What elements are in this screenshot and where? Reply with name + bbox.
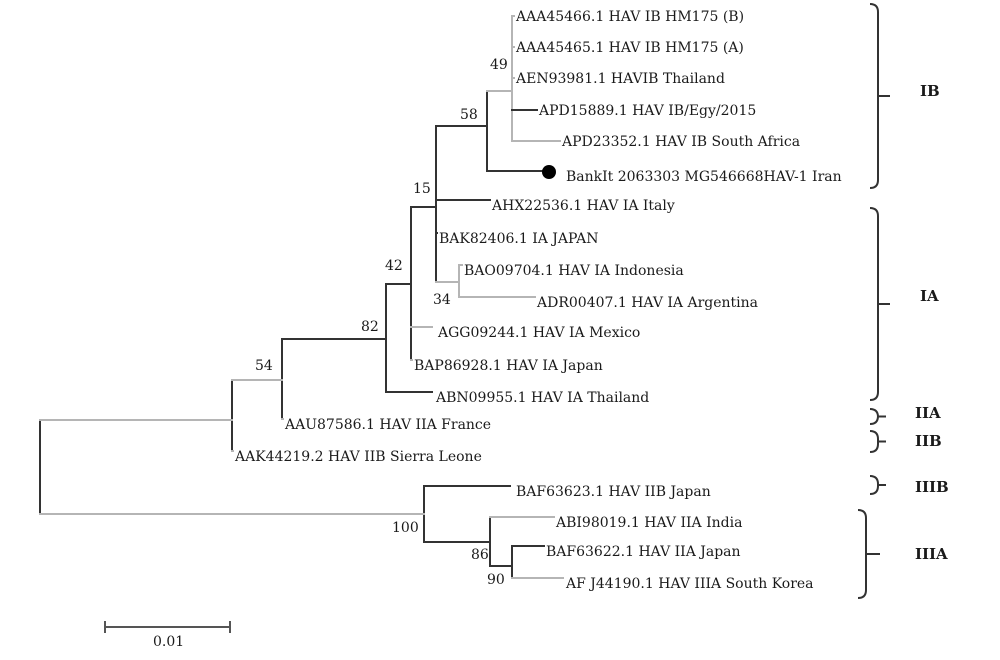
bootstrap-n54: 54 — [255, 358, 273, 374]
clade-bracket-iib — [869, 430, 886, 453]
bootstrap-n100: 100 — [392, 520, 419, 536]
bootstrap-n86: 86 — [471, 547, 489, 563]
leaf-label-japan_ia: BAK82406.1 IA JAPAN — [439, 231, 599, 247]
iran-marker-icon — [542, 165, 556, 179]
leaf-label-hm175a: AAA45465.1 HAV IB HM175 (A) — [515, 40, 744, 56]
clade-bracket-iiib — [869, 475, 886, 495]
leaf-label-france: AAU87586.1 HAV IIA France — [284, 417, 491, 433]
bootstrap-n15: 15 — [413, 181, 431, 197]
bootstrap-n82: 82 — [361, 319, 379, 335]
clade-label-iiia: IIIA — [915, 545, 948, 563]
clade-label-ib: IB — [920, 82, 940, 100]
clade-label-iib: IIB — [915, 432, 942, 450]
leaf-label-italy: AHX22536.1 HAV IA Italy — [491, 198, 675, 214]
scale-bar: 0.01 — [104, 621, 231, 650]
bootstrap-n90: 90 — [487, 572, 505, 588]
clade-brackets — [857, 3, 890, 599]
leaf-label-hm175b: AAA45466.1 HAV IB HM175 (B) — [515, 9, 744, 25]
leaf-label-egy: APD15889.1 HAV IB/Egy/2015 — [538, 103, 756, 119]
leaf-label-argentina: ADR00407.1 HAV IA Argentina — [536, 295, 758, 311]
clade-bracket-iia — [869, 408, 886, 425]
clade-label-iia: IIA — [915, 404, 941, 422]
leaf-label-mexico: AGG09244.1 HAV IA Mexico — [437, 325, 640, 341]
leaf-label-japan_ia2: BAP86928.1 HAV IA Japan — [414, 358, 603, 374]
bootstrap-n49: 49 — [490, 57, 508, 73]
leaf-label-japan_iiia: BAF63622.1 HAV IIA Japan — [546, 544, 741, 560]
clade-bracket-iiia — [857, 509, 880, 599]
leaf-label-thai_ia: ABN09955.1 HAV IA Thailand — [435, 390, 649, 406]
scale-bar-label: 0.01 — [153, 634, 184, 650]
bootstrap-n42: 42 — [385, 258, 403, 274]
tree-labels: AAA45466.1 HAV IB HM175 (B) AAA45465.1 HA… — [234, 9, 949, 592]
leaf-label-japan_iiib: BAF63623.1 HAV IIB Japan — [516, 484, 711, 500]
leaf-label-safrica: APD23352.1 HAV IB South Africa — [561, 134, 800, 150]
tree-branches — [39, 15, 564, 579]
leaf-label-iran: BankIt 2063303 MG546668HAV-1 Iran — [566, 169, 842, 185]
clade-label-ia: IA — [920, 287, 939, 305]
clade-bracket-ia — [869, 207, 890, 401]
clade-bracket-ib — [869, 3, 890, 189]
leaf-label-sierra: AAK44219.2 HAV IIB Sierra Leone — [234, 449, 482, 465]
leaf-label-indonesia: BAO09704.1 HAV IA Indonesia — [464, 263, 684, 279]
bootstrap-n58: 58 — [460, 107, 478, 123]
leaf-label-india: ABI98019.1 HAV IIA India — [555, 515, 742, 531]
clade-label-iiib: IIIB — [915, 478, 949, 496]
bootstrap-n34: 34 — [433, 292, 451, 308]
leaf-label-korea: AF J44190.1 HAV IIIA South Korea — [565, 576, 814, 592]
leaf-label-thai_ib: AEN93981.1 HAVIB Thailand — [515, 71, 725, 87]
